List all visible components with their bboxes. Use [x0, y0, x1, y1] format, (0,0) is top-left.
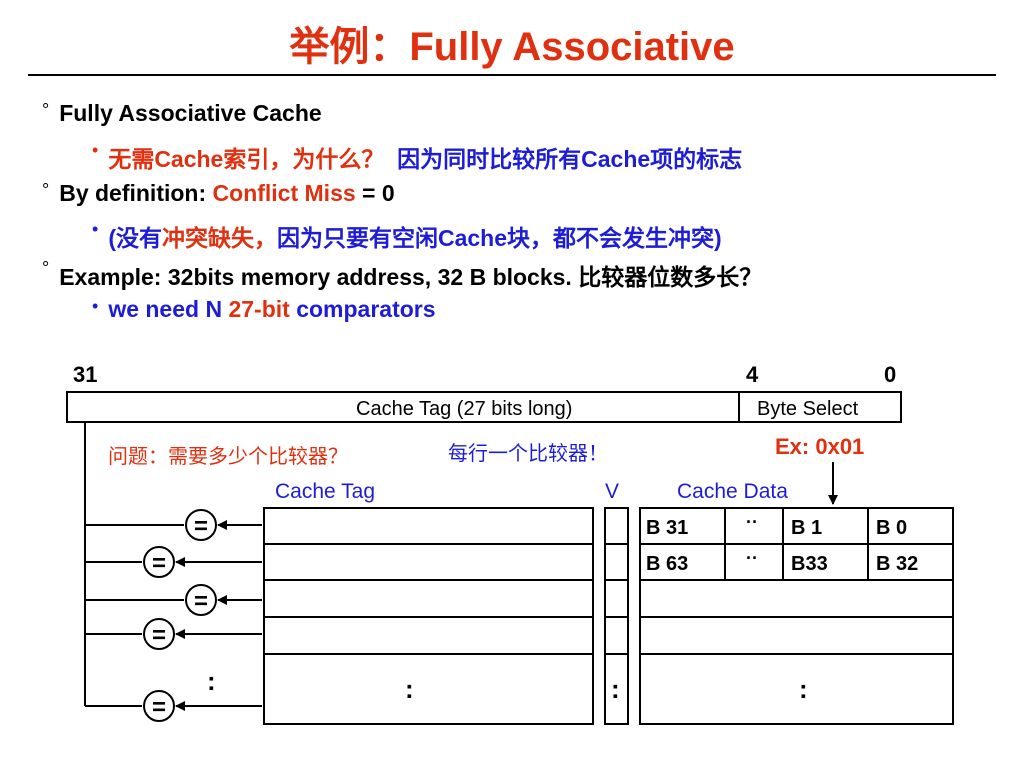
data-cell: B 63 — [646, 553, 688, 575]
definition-prefix: By definition: — [59, 180, 213, 206]
comparator: = — [143, 690, 175, 722]
answer-text: 因为同时比较所有Cache项的标志 — [397, 146, 743, 172]
comparator-symbol: = — [152, 550, 166, 577]
comparator-symbol: = — [152, 694, 166, 721]
comparator-ellipsis: : — [207, 666, 216, 696]
bullet-mark: ° — [42, 180, 50, 200]
bullet-fully-associative: ° Fully Associative Cache — [42, 100, 322, 127]
bit-label-0: 0 — [884, 362, 896, 387]
comparator: = — [185, 584, 217, 616]
sub-bullet-comparators: • we need N 27-bit comparators — [92, 296, 436, 323]
bullet-mark: ° — [42, 100, 50, 120]
byte-select-field-label: Byte Select — [757, 398, 859, 420]
definition-suffix: = 0 — [355, 180, 395, 206]
data-ellipsis: ·· — [746, 548, 758, 568]
bullet-mark: • — [92, 219, 99, 239]
sub-bullet-no-index: • 无需Cache索引，为什么？ 因为同时比较所有Cache项的标志 — [92, 140, 742, 174]
bit-label-31: 31 — [73, 362, 97, 387]
bullet-example: ° Example: 32bits memory address, 32 B bl… — [42, 258, 762, 292]
slide-title: 举例：Fully Associative — [289, 25, 735, 69]
answer-label: 每行一个比较器！ — [448, 442, 608, 465]
comparator: = — [185, 509, 217, 541]
valid-column-header: V — [605, 480, 619, 503]
text-part: (没有 — [108, 225, 162, 251]
valid-array-ellipsis: : — [611, 674, 620, 704]
data-cell: B 1 — [791, 517, 822, 539]
data-cell: B 0 — [876, 517, 907, 539]
text-part: we need N — [108, 296, 229, 322]
tag-array-ellipsis: : — [405, 674, 414, 704]
comparator: = — [143, 618, 175, 650]
text-part: 冲突缺失， — [161, 225, 277, 251]
sub-bullet-no-conflict: • (没有冲突缺失，因为只要有空闲Cache块，都不会发生冲突) — [92, 219, 722, 253]
valid-bit-array — [604, 507, 629, 725]
comparator-symbol: = — [194, 513, 208, 540]
text-part: comparators — [289, 296, 436, 322]
cache-data-array — [639, 507, 954, 725]
text-part: 因为只要有空闲Cache块，都不会发生冲突) — [276, 225, 722, 251]
conflict-miss-text: Conflict Miss — [212, 180, 356, 206]
question-text: 无需Cache索引，为什么？ — [108, 146, 385, 172]
cache-tag-field-label: Cache Tag (27 bits long) — [356, 398, 572, 420]
comparator: = — [143, 546, 175, 578]
data-cell: B33 — [791, 553, 828, 575]
title-divider — [28, 74, 996, 76]
bullet-mark: • — [92, 296, 99, 316]
bullet-text: Fully Associative Cache — [59, 100, 322, 126]
data-array-ellipsis: : — [799, 674, 808, 704]
example-value-label: Ex: 0x01 — [775, 434, 864, 459]
cache-tag-column-header: Cache Tag — [275, 480, 375, 503]
cache-data-column-header: Cache Data — [677, 480, 788, 503]
bullet-by-definition: ° By definition: Conflict Miss = 0 — [42, 180, 395, 207]
cache-tag-array — [263, 507, 594, 725]
data-cell: B 32 — [876, 553, 918, 575]
bit-label-4: 4 — [746, 362, 759, 387]
comparator-symbol: = — [194, 588, 208, 615]
text-part: 27-bit — [228, 296, 290, 322]
bullet-text: Example: 32bits memory address, 32 B blo… — [59, 264, 763, 290]
address-register — [66, 391, 902, 423]
bullet-mark: • — [92, 140, 99, 160]
comparator-symbol: = — [152, 622, 166, 649]
bullet-mark: ° — [42, 258, 50, 278]
data-cell: B 31 — [646, 517, 688, 539]
data-ellipsis: ·· — [746, 512, 758, 532]
question-label: 问题：需要多少个比较器？ — [108, 445, 348, 468]
